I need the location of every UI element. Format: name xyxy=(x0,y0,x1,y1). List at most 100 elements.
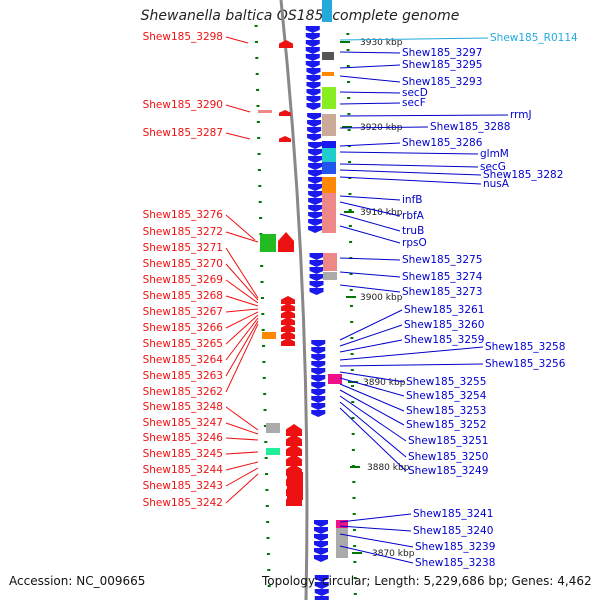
right-connector xyxy=(339,169,482,176)
gene-block xyxy=(262,332,276,339)
right-gene-label[interactable]: secF xyxy=(402,97,426,109)
gene-arrow-blue xyxy=(314,596,329,600)
gene-block xyxy=(323,253,337,271)
right-gene-label[interactable]: Shew185_R0114 xyxy=(490,32,578,44)
right-gene-label[interactable]: Shew185_3240 xyxy=(413,525,493,537)
left-gene-label[interactable]: Shew185_3298 xyxy=(143,31,223,43)
gene-arrow-blue xyxy=(305,61,320,68)
left-gene-label[interactable]: Shew185_3269 xyxy=(143,274,223,286)
guide-dot-left xyxy=(267,569,271,571)
guide-dot-left xyxy=(260,281,264,283)
left-gene-label[interactable]: Shew185_3270 xyxy=(143,258,223,270)
right-gene-label[interactable]: Shew185_3238 xyxy=(415,557,495,569)
left-connector xyxy=(225,36,249,44)
gene-block xyxy=(336,528,348,558)
right-gene-label[interactable]: Shew185_3241 xyxy=(413,508,493,520)
left-gene-label[interactable]: Shew185_3248 xyxy=(143,401,223,413)
gene-arrow-blue xyxy=(307,113,322,120)
right-gene-label[interactable]: Shew185_3261 xyxy=(404,304,484,316)
gene-arrow-blue xyxy=(307,120,322,127)
right-connector xyxy=(339,163,479,168)
right-gene-label[interactable]: secD xyxy=(402,87,428,99)
right-gene-label[interactable]: nusA xyxy=(483,178,510,190)
left-gene-label[interactable]: Shew185_3276 xyxy=(143,209,224,221)
gene-arrow-red xyxy=(281,338,295,346)
right-gene-label[interactable]: Shew185_3288 xyxy=(430,121,510,133)
right-connector xyxy=(339,151,479,155)
right-gene-label[interactable]: rrmJ xyxy=(510,109,532,121)
right-gene-label[interactable]: Shew185_3250 xyxy=(408,451,488,463)
right-gene-label[interactable]: Shew185_3258 xyxy=(485,341,565,353)
guide-dot-left xyxy=(256,105,260,107)
right-gene-label[interactable]: truB xyxy=(402,225,424,237)
right-connector xyxy=(339,51,401,54)
right-gene-label[interactable]: Shew185_3252 xyxy=(406,419,486,431)
left-gene-label[interactable]: Shew185_3243 xyxy=(143,480,223,492)
guide-dot-left xyxy=(259,217,263,219)
gene-arrow-blue xyxy=(311,375,326,382)
left-connector xyxy=(225,311,259,329)
left-gene-label[interactable]: Shew185_3265 xyxy=(143,338,223,350)
right-connector xyxy=(339,545,414,564)
gene-arrow-blue xyxy=(308,198,323,205)
right-gene-label[interactable]: Shew185_3260 xyxy=(404,319,484,331)
right-gene-label[interactable]: Shew185_3249 xyxy=(408,465,488,477)
right-gene-label[interactable]: Shew185_3275 xyxy=(402,254,482,266)
gene-arrow-blue xyxy=(308,212,323,219)
tick-label: 3890 kbp xyxy=(363,378,406,388)
guide-dot-left xyxy=(263,409,267,411)
right-gene-label[interactable]: Shew185_3274 xyxy=(402,271,483,283)
right-gene-label[interactable]: rbfA xyxy=(402,210,425,222)
gene-block xyxy=(322,0,332,22)
left-gene-label[interactable]: Shew185_3266 xyxy=(143,322,224,334)
left-gene-label[interactable]: Shew185_3267 xyxy=(143,306,223,318)
left-gene-label[interactable]: Shew185_3263 xyxy=(143,370,223,382)
left-gene-label[interactable]: Shew185_3245 xyxy=(143,448,223,460)
left-connector xyxy=(225,473,259,504)
left-gene-label[interactable]: Shew185_3244 xyxy=(143,464,224,476)
left-connector xyxy=(225,437,259,441)
right-gene-label[interactable]: Shew185_3273 xyxy=(402,286,482,298)
left-gene-label[interactable]: Shew185_3272 xyxy=(143,226,223,238)
left-gene-label[interactable]: Shew185_3247 xyxy=(143,417,223,429)
right-gene-label[interactable]: Shew185_3255 xyxy=(406,376,486,388)
right-connector xyxy=(339,383,405,412)
gene-arrow-red xyxy=(286,444,302,456)
right-gene-label[interactable]: Shew185_3239 xyxy=(415,541,495,553)
guide-dot-left xyxy=(257,137,261,139)
right-gene-label[interactable]: Shew185_3259 xyxy=(404,334,484,346)
guide-dot-right xyxy=(352,513,356,515)
guide-dot-left xyxy=(254,41,258,43)
gene-block xyxy=(328,374,342,384)
left-gene-label[interactable]: Shew185_3290 xyxy=(143,99,223,111)
guide-dot-right xyxy=(353,577,357,579)
right-gene-label[interactable]: Shew185_3282 xyxy=(483,169,563,181)
right-gene-label[interactable]: glmM xyxy=(480,148,509,160)
right-gene-label[interactable]: Shew185_3293 xyxy=(402,76,482,88)
right-gene-label[interactable]: Shew185_3253 xyxy=(406,405,486,417)
left-gene-label[interactable]: Shew185_3271 xyxy=(143,242,223,254)
right-gene-label[interactable]: Shew185_3295 xyxy=(402,59,482,71)
guide-dot-right xyxy=(348,225,352,227)
right-gene-label[interactable]: infB xyxy=(402,194,422,206)
guide-dot-right xyxy=(349,305,353,307)
right-connector xyxy=(339,213,401,232)
left-gene-label[interactable]: Shew185_3287 xyxy=(143,127,223,139)
right-gene-label[interactable]: rpsO xyxy=(402,237,427,249)
right-gene-label[interactable]: Shew185_3256 xyxy=(485,358,566,370)
right-gene-label[interactable]: Shew185_3251 xyxy=(408,435,488,447)
left-connector xyxy=(225,308,259,313)
right-gene-label[interactable]: Shew185_3286 xyxy=(402,137,483,149)
left-gene-label[interactable]: Shew185_3262 xyxy=(143,386,223,398)
left-gene-label[interactable]: Shew185_3242 xyxy=(143,497,223,509)
guide-dot-right xyxy=(349,241,353,243)
left-gene-label[interactable]: Shew185_3246 xyxy=(143,432,224,444)
right-gene-label[interactable]: secG xyxy=(480,161,506,173)
guide-dot-left xyxy=(264,441,268,443)
right-gene-label[interactable]: Shew185_3254 xyxy=(406,390,487,402)
left-gene-label[interactable]: Shew185_3264 xyxy=(143,354,224,366)
gene-block xyxy=(322,177,336,193)
left-gene-label[interactable]: Shew185_3268 xyxy=(143,290,223,302)
right-connector xyxy=(339,114,509,117)
right-gene-label[interactable]: Shew185_3297 xyxy=(402,47,482,59)
